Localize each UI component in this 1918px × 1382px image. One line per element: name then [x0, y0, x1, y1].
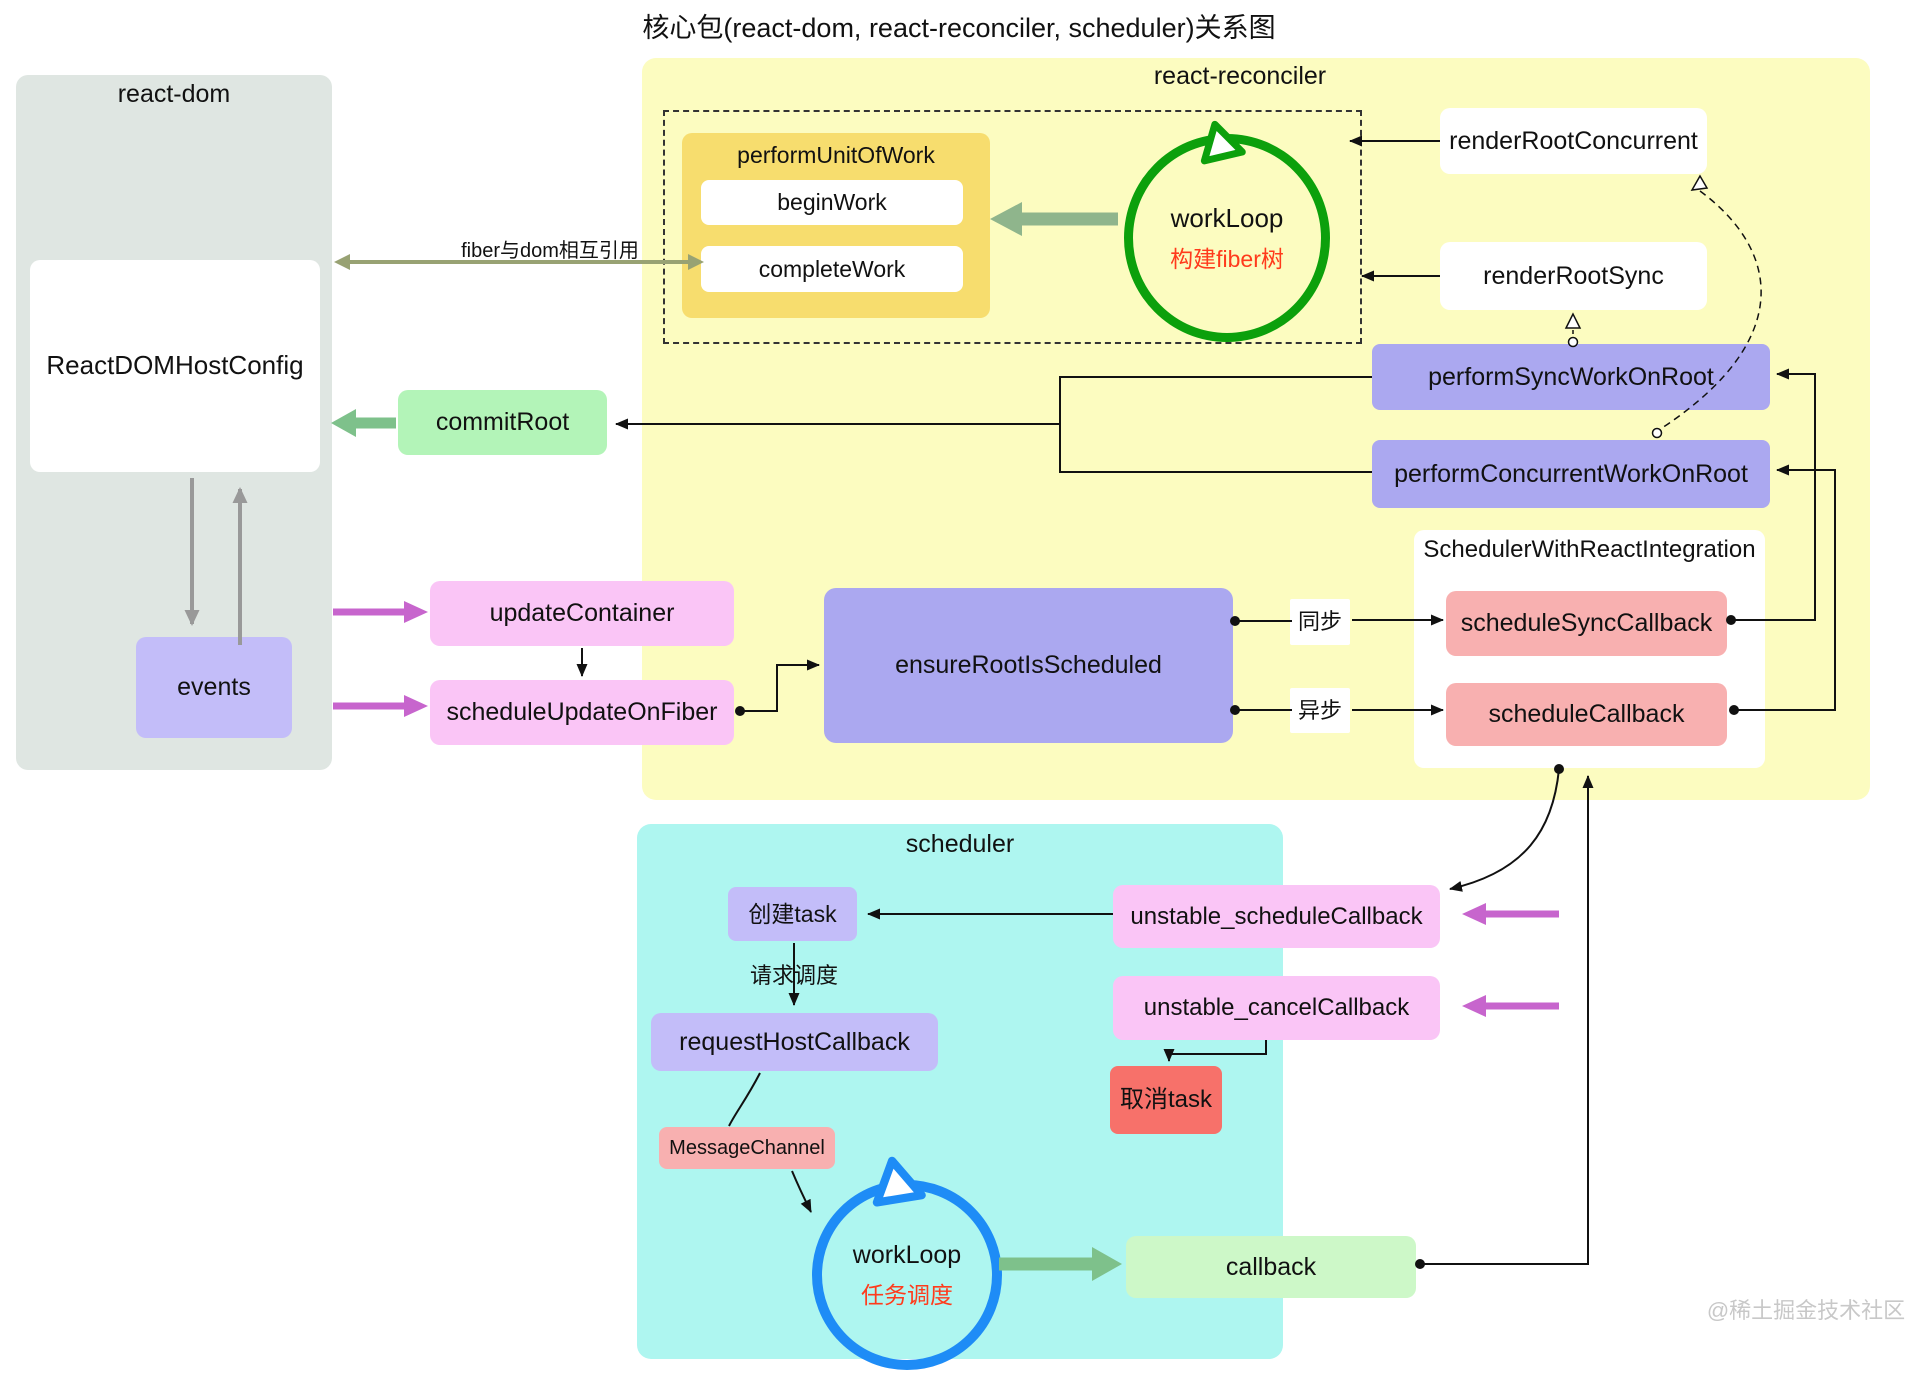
page-title: 核心包(react-dom, react-reconciler, schedul…: [642, 13, 1276, 43]
complete-work-node: completeWork: [701, 246, 963, 292]
reconciler-workloop-circle: workLoop 构建fiber树: [1124, 120, 1330, 342]
ensure-root-is-scheduled-node: ensureRootIsScheduled: [824, 588, 1233, 743]
events-node: events: [136, 637, 292, 738]
react-dom-section-label: react-dom: [117, 80, 231, 108]
request-host-callback-node: requestHostCallback: [651, 1013, 938, 1071]
scheduler-workloop-subtitle: 任务调度: [861, 1281, 953, 1308]
unstable-schedule-callback-node: unstable_scheduleCallback: [1113, 885, 1440, 948]
message-channel-node: MessageChannel: [659, 1127, 835, 1169]
reconciler-workloop-title: workLoop: [1170, 202, 1284, 233]
create-task-node: 创建task: [728, 887, 857, 941]
perform-concurrent-work-on-root-node: performConcurrentWorkOnRoot: [1372, 440, 1770, 508]
loop-play-icon: [872, 1156, 926, 1207]
cancel-task-node: 取消task: [1110, 1066, 1222, 1134]
request-schedule-label: 请求调度: [749, 963, 838, 988]
into-unstable-cancel-callback-arrow: [1462, 995, 1559, 1017]
watermark: @稀土掘金技术社区: [1706, 1298, 1906, 1323]
begin-work-node: beginWork: [701, 180, 963, 225]
react-dom-to-schedule-update-arrow: [333, 695, 428, 717]
render-root-sync-node: renderRootSync: [1440, 242, 1707, 310]
fiber-dom-link-label: fiber与dom相互引用: [461, 240, 639, 262]
schedule-callback-node: scheduleCallback: [1446, 683, 1727, 746]
scheduler-section-label: scheduler: [905, 830, 1015, 858]
commit-root-to-react-dom-arrow: [331, 409, 396, 437]
callback-node: callback: [1126, 1236, 1416, 1298]
into-unstable-schedule-callback-arrow: [1462, 903, 1559, 925]
scheduler-workloop-title: workLoop: [852, 1240, 962, 1269]
schedule-update-on-fiber-node: scheduleUpdateOnFiber: [430, 680, 734, 745]
scheduler-workloop-circle: workLoop 任务调度: [812, 1156, 1002, 1370]
react-dom-to-update-container-arrow: [333, 601, 428, 623]
work-loop-dashed-box: [663, 110, 1362, 344]
sync-label-node: 同步: [1290, 599, 1350, 645]
update-container-node: updateContainer: [430, 581, 734, 646]
schedule-sync-callback-node: scheduleSyncCallback: [1446, 591, 1727, 656]
unstable-cancel-callback-node: unstable_cancelCallback: [1113, 976, 1440, 1040]
callback-to-scheduler-integration-connector: [1415, 775, 1594, 1269]
reconciler-workloop-subtitle: 构建fiber树: [1170, 245, 1284, 272]
perform-sync-work-on-root-node: performSyncWorkOnRoot: [1372, 344, 1770, 410]
scheduler-with-react-integration-label: SchedulerWithReactIntegration: [1423, 536, 1756, 563]
loop-play-icon: [1200, 120, 1246, 165]
commit-root-node: commitRoot: [398, 390, 607, 455]
react-reconciler-section-label: react-reconciler: [1153, 62, 1327, 90]
render-root-concurrent-node: renderRootConcurrent: [1440, 108, 1707, 174]
react-dom-host-config-node: ReactDOMHostConfig: [30, 260, 320, 472]
async-label-node: 异步: [1290, 688, 1350, 733]
